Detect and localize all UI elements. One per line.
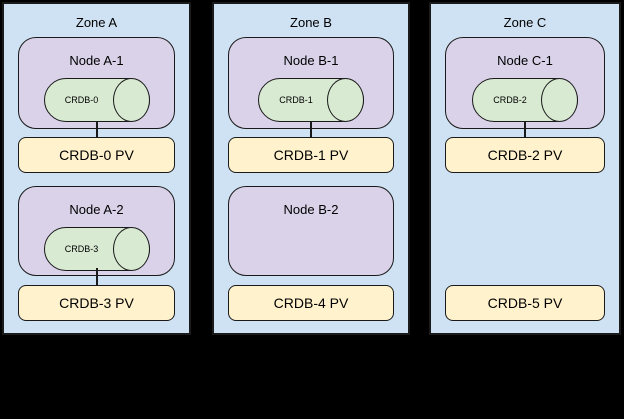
zone-b-title: Zone B [290,15,332,30]
zone-c-box: Zone C Node C-1 CRDB-2 CRDB-2 PV CRDB-5 … [429,2,621,335]
crdb-1-connector-line [310,121,312,138]
crdb-0-pv-box: CRDB-0 PV [18,137,175,173]
crdb-3-pv-box: CRDB-3 PV [18,285,175,321]
crdb-0-pv-label: CRDB-0 PV [59,147,134,163]
node-c-1-box: Node C-1 CRDB-2 [445,37,605,129]
crdb-2-connector-line [524,121,526,138]
crdb-0-database-cylinder-icon: CRDB-0 [43,77,150,122]
crdb-1-cylinder-label: CRDB-1 [279,95,313,105]
node-a-1-box: Node A-1 CRDB-0 [18,37,175,129]
cylinder-end-ellipse [112,77,150,122]
cylinder-end-ellipse [112,226,150,271]
crdb-4-pv-label: CRDB-4 PV [273,295,349,311]
crdb-2-pv-label: CRDB-2 PV [487,147,563,163]
crdb-3-cylinder-label: CRDB-3 [64,244,99,254]
zone-a-box: Zone A Node A-1 CRDB-0 CRDB-0 PV Node A-… [2,2,191,335]
cylinder-end-ellipse [541,77,579,122]
node-a-2-box: Node A-2 CRDB-3 [18,186,175,276]
node-b-2-box: Node B-2 [228,186,394,276]
crdb-3-connector-line [95,268,98,285]
crdb-5-pv-box: CRDB-5 PV [445,285,605,321]
zone-b-box: Zone B Node B-1 CRDB-1 CRDB-1 PV Node B-… [212,2,410,335]
crdb-2-pv-box: CRDB-2 PV [445,137,605,173]
node-b-1-label: Node B-1 [283,53,339,68]
node-b-1-box: Node B-1 CRDB-1 [228,37,394,129]
node-a-2-label: Node A-2 [69,202,124,217]
crdb-0-cylinder-label: CRDB-0 [64,95,99,105]
crdb-5-pv-label: CRDB-5 PV [487,295,563,311]
crdb-2-database-cylinder-icon: CRDB-2 [472,77,579,122]
zone-c-title: Zone C [503,15,547,30]
crdb-1-pv-box: CRDB-1 PV [228,137,394,173]
zone-a-title: Zone A [75,15,118,30]
node-a-1-label: Node A-1 [69,53,124,68]
crdb-3-database-cylinder-icon: CRDB-3 [43,226,150,271]
node-c-1-label: Node C-1 [497,53,553,68]
node-b-2-label: Node B-2 [283,202,339,217]
crdb-4-pv-box: CRDB-4 PV [228,285,394,321]
crdb-3-pv-label: CRDB-3 PV [59,295,134,311]
crdb-1-pv-label: CRDB-1 PV [273,147,349,163]
crdb-0-connector-line [95,121,98,138]
crdb-2-cylinder-label: CRDB-2 [493,95,527,105]
cylinder-end-ellipse [327,77,365,122]
crdb-1-database-cylinder-icon: CRDB-1 [258,77,365,122]
